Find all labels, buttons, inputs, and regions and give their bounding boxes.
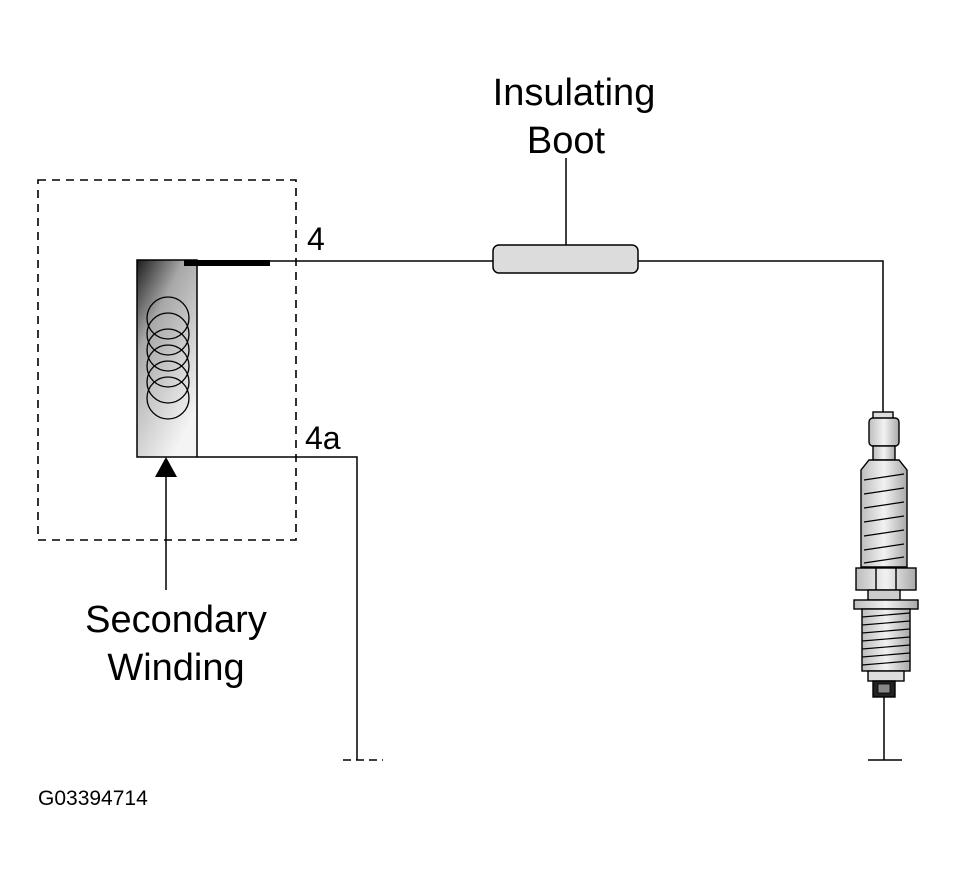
winding-coil-loops <box>146 296 190 420</box>
wire-terminal4a-to-ground <box>197 456 358 760</box>
terminal-4a-label: 4a <box>305 420 341 456</box>
wire-boot-to-spark-plug <box>638 260 884 412</box>
insulating-boot <box>492 244 639 274</box>
figure-code: G03394714 <box>38 787 148 810</box>
spark-plug <box>853 411 919 698</box>
coil-housing-outline <box>37 179 297 541</box>
insulating-boot-label-line2: Boot <box>527 120 606 162</box>
terminal-4-label: 4 <box>307 221 325 257</box>
secondary-winding-label-line2: Winding <box>107 647 244 689</box>
secondary-winding-label-line1: Secondary <box>85 599 267 641</box>
winding-arrow-head <box>155 457 177 477</box>
insulating-boot-label-line1: Insulating <box>493 72 656 114</box>
